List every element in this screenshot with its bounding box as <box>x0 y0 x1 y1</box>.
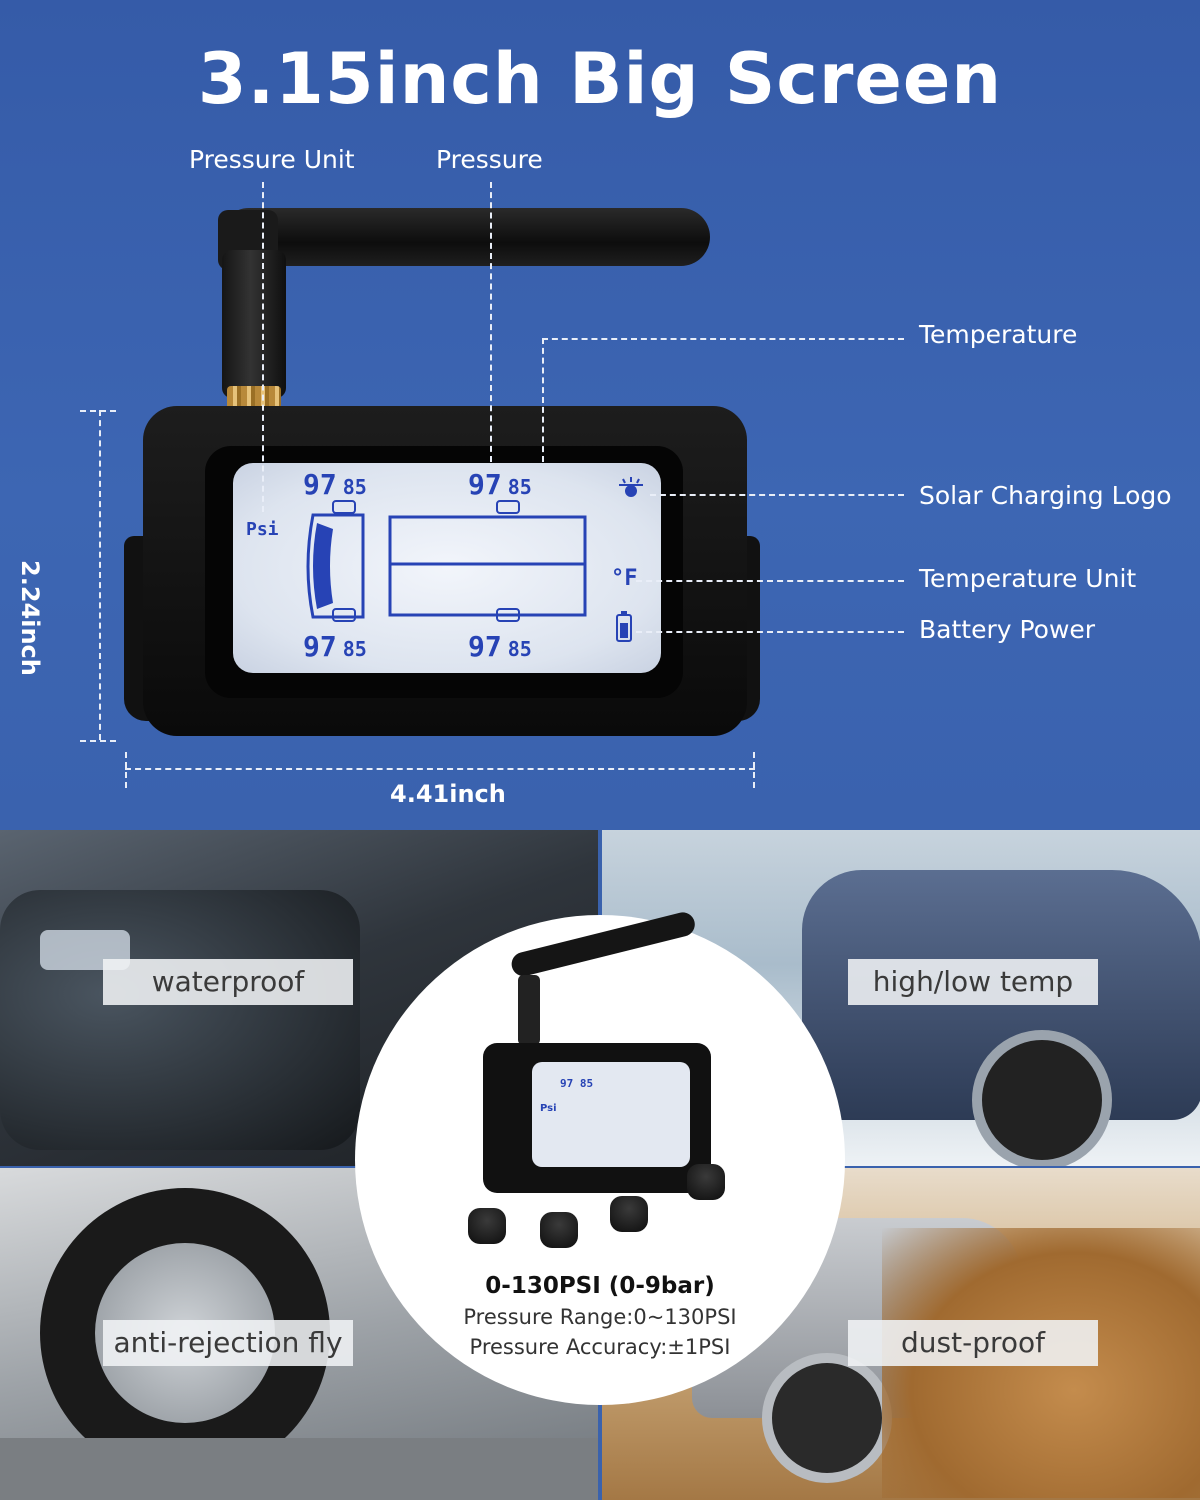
callout-solar-logo: Solar Charging Logo <box>919 481 1172 510</box>
height-dimension-line <box>99 410 101 740</box>
feature-waterproof: waterproof <box>103 959 353 1005</box>
road <box>0 1438 598 1500</box>
tire-icon <box>332 500 356 514</box>
tire-icon <box>332 608 356 622</box>
lcd-temp-unit: °F <box>611 566 638 591</box>
height-dimension-cap-bottom <box>80 740 116 742</box>
antenna-base <box>222 250 286 398</box>
spec-pressure-range: Pressure Range:0~130PSI <box>463 1305 737 1329</box>
width-dimension-line <box>125 768 755 770</box>
vehicle-windshield <box>313 523 333 609</box>
spec-headline: 0-130PSI (0-9bar) <box>485 1273 715 1299</box>
mini-lcd-reading: 97 85 <box>560 1077 594 1090</box>
feature-anti-rejection: anti-rejection fly <box>103 1320 353 1366</box>
leader-temperature-v <box>542 338 544 462</box>
callout-pressure-unit: Pressure Unit <box>189 145 355 174</box>
page-title: 3.15inch Big Screen <box>197 38 1003 120</box>
wheel <box>972 1030 1112 1166</box>
height-dimension-label: 2.24inch <box>16 560 44 676</box>
battery-level-icon <box>620 623 628 638</box>
battery-tip-icon <box>621 611 627 615</box>
sensor-cap <box>468 1208 506 1244</box>
mini-lcd-unit: Psi <box>540 1103 557 1114</box>
callout-temperature: Temperature <box>919 320 1078 349</box>
feature-high-low-temp: high/low temp <box>848 959 1098 1005</box>
antenna-rod <box>220 208 710 266</box>
solar-icon <box>625 485 637 497</box>
callout-temperature-unit: Temperature Unit <box>919 564 1137 593</box>
leader-solar-logo <box>650 494 904 496</box>
mini-lcd <box>532 1062 690 1167</box>
mini-antenna-base <box>518 975 540 1045</box>
vehicle-trailer-outline <box>388 515 587 617</box>
leader-battery-power <box>636 631 904 633</box>
truck-silhouette <box>0 890 360 1150</box>
lcd-vehicle-diagram <box>306 477 643 642</box>
vehicle-cab-outline <box>306 513 365 619</box>
solar-rays-icon <box>619 477 643 486</box>
callout-pressure: Pressure <box>436 145 543 174</box>
spec-pressure-accuracy: Pressure Accuracy:±1PSI <box>469 1335 731 1359</box>
leader-pressure <box>490 182 492 462</box>
width-dimension-cap-right <box>753 752 755 788</box>
wheel <box>762 1353 892 1483</box>
lcd-screen <box>233 463 661 673</box>
leader-temperature-h <box>542 338 904 340</box>
sensor-cap <box>540 1212 578 1248</box>
sensor-cap <box>610 1196 648 1232</box>
width-dimension-cap-left <box>125 752 127 788</box>
tire-icon <box>496 500 520 514</box>
width-dimension-label: 4.41inch <box>390 780 506 808</box>
feature-dust-proof: dust-proof <box>848 1320 1098 1366</box>
sensor-cap <box>687 1164 725 1200</box>
leader-pressure-unit <box>262 182 264 512</box>
callout-battery-power: Battery Power <box>919 615 1096 644</box>
tire-icon <box>496 608 520 622</box>
height-dimension-cap-top <box>80 410 116 412</box>
lcd-unit-label: Psi <box>246 519 279 540</box>
leader-temperature-unit <box>636 580 904 582</box>
